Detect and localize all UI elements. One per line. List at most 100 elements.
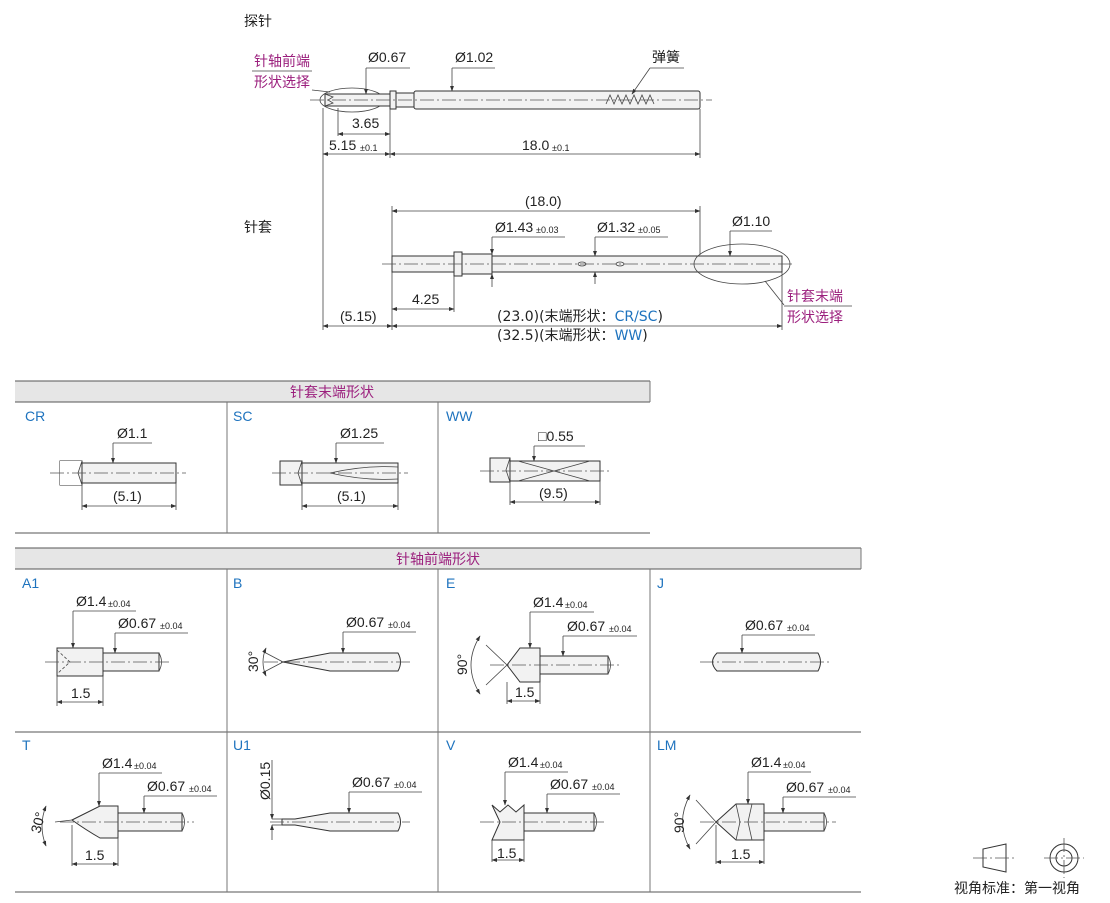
tip-shape-label: B (233, 575, 242, 591)
tip-d1: Ø1.4 (508, 754, 539, 770)
socket-end-table-header: 针套末端形状 (290, 385, 374, 401)
tip-shape-label: U1 (233, 737, 251, 753)
tip-len: 1.5 (85, 847, 105, 863)
socket-end-table: 针套末端形状 CR Ø1.1 (5.1) SC Ø1.25 (15, 380, 651, 534)
tip-d1-tol: ±0.04 (540, 760, 562, 770)
tip-d1: Ø1.4 (102, 755, 133, 771)
end-dia: □0.55 (538, 428, 574, 444)
len-ww-close: ) (642, 328, 647, 344)
tip-shape-lm: LM 90° Ø1.4 ±0.04 Ø0.67 ±0.04 1.5 (657, 737, 856, 864)
dim-3-65: 3.65 (352, 115, 379, 131)
tip-d2: Ø0.67 (118, 615, 156, 631)
len-cr-sc-close: ) (657, 309, 662, 325)
end-shape-ellipse (693, 243, 791, 285)
len-cr-sc-value: CR/SC (615, 309, 658, 325)
socket-dia-1-10: Ø1.10 (732, 213, 770, 229)
tip-angle: 90° (454, 654, 470, 675)
tip-shape-label: J (657, 575, 664, 591)
tip-d2-tol: ±0.04 (394, 780, 416, 790)
tip-d1-tol: ±0.04 (783, 760, 805, 770)
tip-d2-tol: ±0.04 (160, 621, 182, 631)
tip-d-small: Ø0.15 (257, 762, 273, 800)
end-shape-label: CR (25, 408, 45, 424)
end-shape-callout-line2: 形状选择 (787, 310, 843, 326)
len-ww-prefix: (32.5)(末端形状： (497, 328, 615, 344)
end-shape-cr: CR Ø1.1 (5.1) (25, 408, 186, 510)
tip-d2-tol: ±0.04 (592, 782, 614, 792)
tip-d1: Ø1.4 (751, 754, 782, 770)
tip-d1-tol: ±0.04 (134, 761, 156, 771)
end-len: (5.1) (337, 488, 366, 504)
tip-len: 1.5 (497, 845, 517, 861)
socket-dia-1-43-tol: ±0.03 (536, 225, 558, 235)
tip-shape-a1: A1 Ø1.4 ±0.04 Ø0.67 ±0.04 1.5 (22, 575, 188, 706)
tip-d2: Ø0.67 (786, 779, 824, 795)
tip-shape-label: T (22, 737, 31, 753)
tip-d2: Ø0.67 (745, 617, 783, 633)
dim-5-15-tol: ±0.1 (360, 143, 377, 153)
tip-angle: 30° (27, 810, 48, 835)
probe-dia-body: Ø1.02 (455, 49, 493, 65)
probe-title: 探针 (244, 14, 272, 30)
tip-shape-u1: U1 Ø0.15 Ø0.67 ±0.04 (233, 737, 422, 840)
tip-table-header: 针轴前端形状 (396, 551, 480, 568)
end-dia: Ø1.1 (117, 425, 148, 441)
spring-zigzag (605, 94, 655, 105)
tip-shape-b: B 30° Ø0.67 ±0.04 (233, 575, 416, 677)
end-len: (5.1) (113, 488, 142, 504)
probe-dia-shaft: Ø0.67 (368, 49, 406, 65)
tip-d2-tol: ±0.04 (388, 620, 410, 630)
probe-drawing: 探针 针轴前端 形状选择 Ø0.67 Ø1.02 弹簧 3.65 5.15 ± (244, 14, 712, 330)
tip-shape-label: LM (657, 737, 676, 753)
tip-d1: Ø1.4 (533, 594, 564, 610)
tip-d2-tol: ±0.04 (609, 624, 631, 634)
tip-shape-e: E 90° Ø1.4 ±0.04 Ø0.67 ±0.04 1.5 (446, 575, 637, 704)
socket-drawing: 针套 (18.0) Ø1.43 ±0.03 Ø1.32 ±0.05 Ø1.10 … (244, 193, 852, 344)
tip-d2-tol: ±0.04 (189, 784, 211, 794)
dim-18-tol: ±0.1 (552, 143, 569, 153)
dim-18: 18.0 (522, 137, 549, 153)
tip-len: 1.5 (71, 685, 91, 701)
tip-angle: 90° (671, 812, 687, 833)
dim-5-15: 5.15 (329, 137, 356, 153)
tip-shape-label: E (446, 575, 455, 591)
tip-shape-v: V Ø1.4 ±0.04 Ø0.67 ±0.04 1.5 (446, 737, 620, 862)
tip-len: 1.5 (731, 846, 751, 862)
tip-d2: Ø0.67 (147, 778, 185, 794)
socket-dia-1-32-tol: ±0.05 (638, 225, 660, 235)
tip-angle: 30° (245, 651, 261, 672)
dim-5-15-ref: (5.15) (340, 308, 377, 324)
tip-shape-label: A1 (22, 575, 39, 591)
tip-d2-tol: ±0.04 (787, 623, 809, 633)
spring-label: 弹簧 (652, 50, 680, 66)
socket-dia-1-32: Ø1.32 (597, 219, 635, 235)
tip-table: 针轴前端形状 A1 Ø1.4 ±0.04 Ø0.67 ±0.04 1.5 B (15, 547, 862, 893)
tip-d1-tol: ±0.04 (565, 600, 587, 610)
dim-4-25: 4.25 (412, 291, 439, 307)
end-shape-label: SC (233, 408, 252, 424)
end-shape-callout-line1: 针套末端 (787, 289, 843, 305)
end-shape-sc: SC Ø1.25 (5.1) (233, 408, 408, 510)
tip-shape-j: J Ø0.67 ±0.04 (657, 575, 830, 672)
front-shape-callout-line1: 针轴前端 (254, 53, 310, 70)
tip-d2: Ø0.67 (550, 776, 588, 792)
socket-title: 针套 (244, 220, 272, 236)
tip-len: 1.5 (515, 684, 535, 700)
end-shape-label: WW (446, 408, 473, 424)
len-cr-sc-prefix: (23.0)(末端形状： (497, 309, 615, 325)
len-ww: (32.5)(末端形状：WW) (497, 328, 648, 344)
tip-d2-tol: ±0.04 (828, 785, 850, 795)
tip-d2: Ø0.67 (346, 614, 384, 630)
projection-note: 视角标准：第一视角 (954, 880, 1080, 897)
end-len: (9.5) (539, 485, 568, 501)
end-dia: Ø1.25 (340, 425, 378, 441)
dim-18-ref: (18.0) (525, 193, 562, 209)
len-cr-sc: (23.0)(末端形状：CR/SC) (497, 309, 663, 325)
tip-d2: Ø0.67 (567, 618, 605, 634)
first-angle-projection-icon (973, 838, 1084, 878)
tip-d1: Ø1.4 (76, 593, 107, 609)
tip-d1-tol: ±0.04 (108, 599, 130, 609)
tip-shape-label: V (446, 737, 456, 753)
end-shape-ww: WW □0.55 (9.5) (446, 408, 612, 505)
